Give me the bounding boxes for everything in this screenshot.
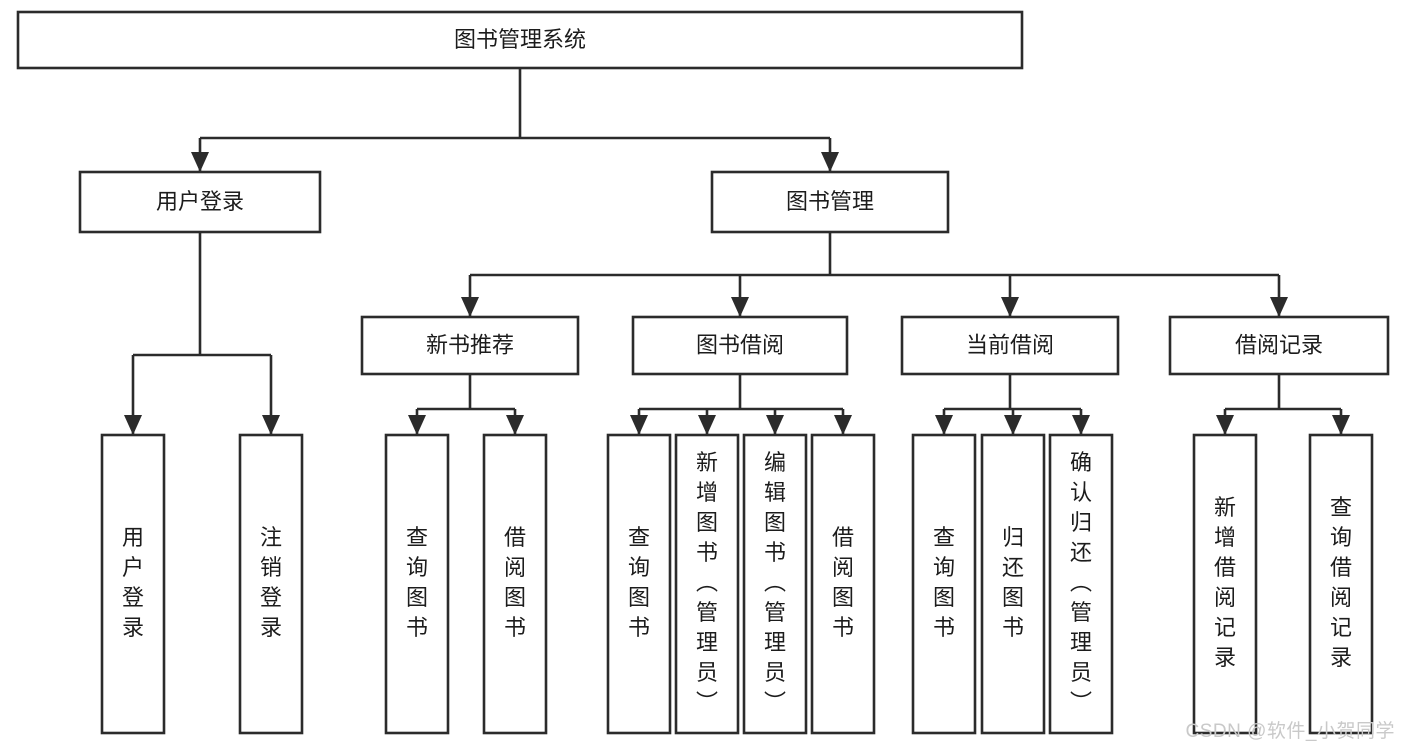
node-leaf-7-借阅图书-label: 借阅图书 xyxy=(832,525,854,640)
node-root-图书管理系统-label: 图书管理系统 xyxy=(454,27,586,52)
node-leaf-12-查询借阅记录-label: 查询借阅记录 xyxy=(1330,495,1352,670)
nodes-layer: 图书管理系统用户登录图书管理新书推荐图书借阅当前借阅借阅记录用户登录注销登录查询… xyxy=(16,10,1390,735)
arrow-head-icon xyxy=(408,415,426,435)
node-level2-借阅记录[interactable]: 借阅记录 xyxy=(1168,315,1390,376)
node-level1-用户登录-label: 用户登录 xyxy=(156,189,244,214)
node-leaf-5-新增图书（管理员）-label: 新增图书︵管理员︶ xyxy=(696,450,718,715)
arrow-head-icon xyxy=(461,297,479,317)
node-leaf-12-查询借阅记录[interactable]: 查询借阅记录 xyxy=(1308,433,1374,735)
connectors-layer xyxy=(124,68,1350,435)
node-level2-新书推荐-label: 新书推荐 xyxy=(426,332,514,357)
arrow-head-icon xyxy=(698,415,716,435)
node-level2-当前借阅-label: 当前借阅 xyxy=(966,332,1054,357)
node-leaf-10-确认归还（管理员）-label: 确认归还︵管理员︶ xyxy=(1070,450,1092,715)
arrow-head-icon xyxy=(766,415,784,435)
node-leaf-2-查询图书[interactable]: 查询图书 xyxy=(384,433,450,735)
node-leaf-3-借阅图书-label: 借阅图书 xyxy=(504,525,526,640)
arrow-head-icon xyxy=(630,415,648,435)
node-leaf-2-查询图书-label: 查询图书 xyxy=(406,525,428,640)
node-leaf-4-查询图书[interactable]: 查询图书 xyxy=(606,433,672,735)
arrow-head-icon xyxy=(731,297,749,317)
node-level1-图书管理-label: 图书管理 xyxy=(786,189,874,214)
arrow-head-icon xyxy=(1332,415,1350,435)
arrow-head-icon xyxy=(834,415,852,435)
node-leaf-10-确认归还（管理员）[interactable]: 确认归还︵管理员︶ xyxy=(1048,433,1114,735)
node-leaf-3-借阅图书[interactable]: 借阅图书 xyxy=(482,433,548,735)
node-leaf-11-新增借阅记录-label: 新增借阅记录 xyxy=(1214,495,1236,670)
node-leaf-0-用户登录[interactable]: 用户登录 xyxy=(100,433,166,735)
node-leaf-5-新增图书（管理员）[interactable]: 新增图书︵管理员︶ xyxy=(674,433,740,735)
arrow-head-icon xyxy=(1270,297,1288,317)
arrow-head-icon xyxy=(1216,415,1234,435)
node-leaf-1-注销登录[interactable]: 注销登录 xyxy=(238,433,304,735)
node-level2-图书借阅-label: 图书借阅 xyxy=(696,332,784,357)
arrow-head-icon xyxy=(262,415,280,435)
node-level1-图书管理[interactable]: 图书管理 xyxy=(710,170,950,234)
node-leaf-0-用户登录-label: 用户登录 xyxy=(122,525,144,640)
node-level2-新书推荐[interactable]: 新书推荐 xyxy=(360,315,580,376)
node-leaf-8-查询图书-label: 查询图书 xyxy=(933,525,955,640)
arrow-head-icon xyxy=(1001,297,1019,317)
node-leaf-1-注销登录-label: 注销登录 xyxy=(260,525,282,640)
node-level1-用户登录[interactable]: 用户登录 xyxy=(78,170,322,234)
node-level2-当前借阅[interactable]: 当前借阅 xyxy=(900,315,1120,376)
node-level2-图书借阅[interactable]: 图书借阅 xyxy=(631,315,849,376)
arrow-head-icon xyxy=(1072,415,1090,435)
arrow-head-icon xyxy=(506,415,524,435)
node-root-图书管理系统[interactable]: 图书管理系统 xyxy=(16,10,1024,70)
arrow-head-icon xyxy=(124,415,142,435)
arrow-head-icon xyxy=(191,152,209,172)
node-leaf-7-借阅图书[interactable]: 借阅图书 xyxy=(810,433,876,735)
arrow-head-icon xyxy=(935,415,953,435)
node-level2-借阅记录-label: 借阅记录 xyxy=(1235,332,1323,357)
arrow-head-icon xyxy=(821,152,839,172)
node-leaf-4-查询图书-label: 查询图书 xyxy=(628,525,650,640)
node-leaf-11-新增借阅记录[interactable]: 新增借阅记录 xyxy=(1192,433,1258,735)
node-leaf-8-查询图书[interactable]: 查询图书 xyxy=(911,433,977,735)
arrow-head-icon xyxy=(1004,415,1022,435)
node-leaf-9-归还图书[interactable]: 归还图书 xyxy=(980,433,1046,735)
node-leaf-6-编辑图书（管理员）-label: 编辑图书︵管理员︶ xyxy=(764,450,786,715)
node-leaf-9-归还图书-label: 归还图书 xyxy=(1002,525,1024,640)
node-leaf-6-编辑图书（管理员）[interactable]: 编辑图书︵管理员︶ xyxy=(742,433,808,735)
